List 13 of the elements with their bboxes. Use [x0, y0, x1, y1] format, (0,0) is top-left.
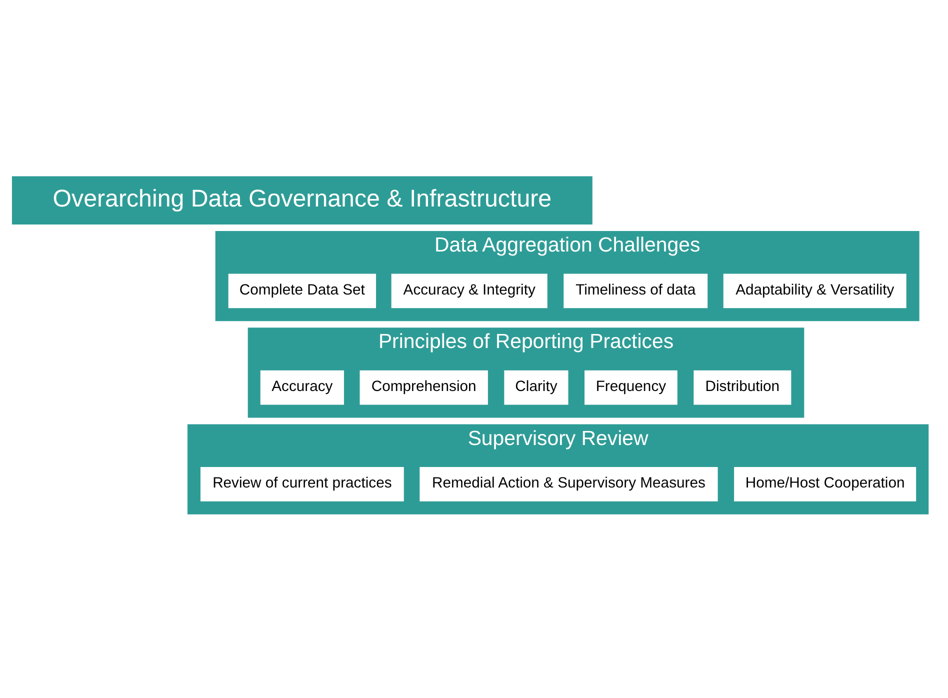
node-box: Comprehension — [360, 370, 488, 405]
node-box: Timeliness of data — [564, 274, 708, 308]
node-box: Frequency — [584, 370, 678, 405]
node-box: Overarching Data Governance & Infrastructure — [12, 176, 592, 225]
node-box: Accuracy — [260, 370, 344, 405]
node-box: Distribution — [694, 370, 792, 405]
node-box: Review of current practices — [200, 466, 404, 502]
node-box: Remedial Action & Supervisory Measures — [420, 466, 718, 502]
node-box: Adaptability & Versatility — [723, 274, 906, 308]
node-box: Home/Host Cooperation — [734, 466, 916, 502]
node-box: Accuracy & Integrity — [391, 274, 548, 308]
node-box: Clarity — [504, 370, 568, 405]
node-box: Complete Data Set — [228, 274, 376, 308]
